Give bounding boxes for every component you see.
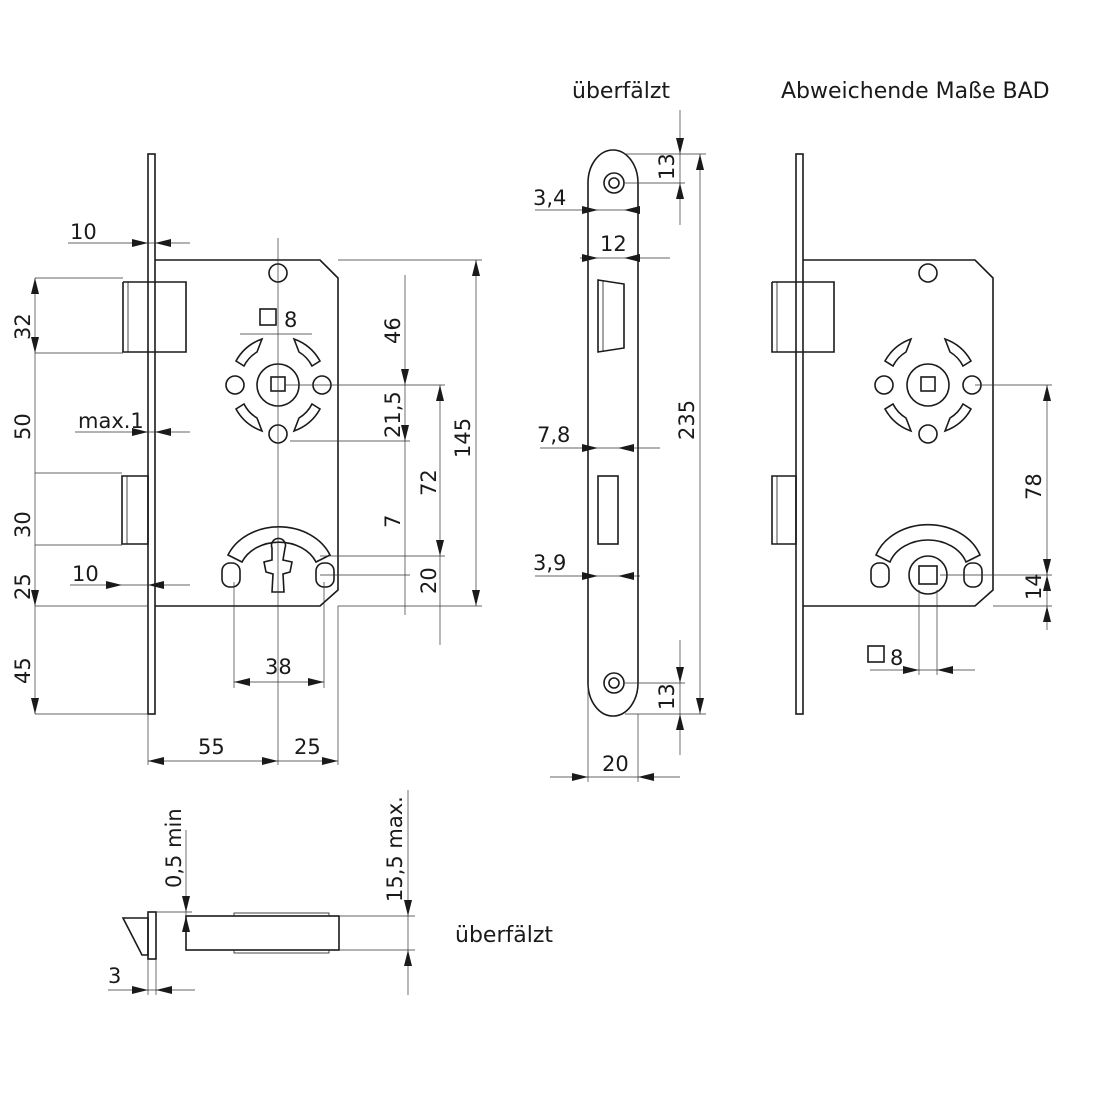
right-view: Abweichende Maße BAD 78 14 8 [771, 79, 1052, 715]
dim-25-left: 25 [11, 573, 35, 600]
dim-3: 3 [108, 964, 121, 988]
dim-7-8: 7,8 [537, 423, 570, 447]
dim-235: 235 [675, 400, 699, 440]
dim-max1: max.1 [78, 409, 144, 433]
square-symbol [259, 308, 277, 326]
dim-13-top: 13 [655, 153, 679, 180]
dim-13-bottom: 13 [655, 683, 679, 710]
left-view: 10 32 50 max.1 30 10 25 45 8 46 21,5 72 … [11, 153, 482, 765]
dim-30: 30 [11, 511, 35, 538]
bottom-view: 0,5 min 15,5 max. 3 überfälzt [108, 790, 553, 995]
dim-55: 55 [198, 735, 225, 759]
lock-case-bad [803, 259, 994, 607]
dim-14: 14 [1022, 573, 1046, 600]
dead-bolt [121, 475, 149, 545]
dim-7: 7 [381, 515, 405, 528]
dim-15-5-max: 15,5 max. [383, 796, 407, 902]
dim-3-9: 3,9 [533, 551, 566, 575]
dim-50: 50 [11, 413, 35, 440]
dim-8-bad: 8 [890, 646, 903, 670]
dim-3-4: 3,4 [533, 186, 566, 210]
dim-145: 145 [451, 418, 475, 458]
dim-21-5: 21,5 [381, 391, 405, 438]
dim-72: 72 [417, 469, 441, 496]
caption-uberfalzt-top: überfälzt [572, 79, 670, 104]
dim-45: 45 [11, 657, 35, 684]
dim-0-5-min: 0,5 min [162, 808, 186, 888]
middle-view: überfälzt 13 3,4 12 235 7,8 3,9 13 20 [533, 79, 706, 782]
dim-38: 38 [265, 655, 292, 679]
dim-20: 20 [602, 752, 629, 776]
case-profile [185, 915, 340, 951]
follower [225, 337, 332, 444]
follower-bad [874, 337, 982, 444]
dim-12: 12 [600, 232, 627, 256]
dim-78: 78 [1022, 473, 1046, 500]
faceplate-bad [795, 153, 804, 715]
dim-46: 46 [381, 317, 405, 344]
dim-10-mid: 10 [72, 562, 99, 586]
caption-uberfalzt-bottom: überfälzt [455, 923, 553, 948]
lock-case [155, 259, 339, 607]
dim-25-bottom: 25 [294, 735, 321, 759]
dim-32: 32 [11, 313, 35, 340]
dim-20-right: 20 [417, 567, 441, 594]
caption-abweichende: Abweichende Maße BAD [781, 79, 1050, 104]
latch-profile [121, 917, 149, 956]
dim-10-top: 10 [70, 220, 97, 244]
faceplate-profile [147, 911, 157, 960]
thumbturn-bad [870, 523, 983, 595]
square-symbol-bad [867, 645, 885, 663]
dim-8: 8 [284, 308, 297, 332]
faceplate [147, 153, 156, 715]
